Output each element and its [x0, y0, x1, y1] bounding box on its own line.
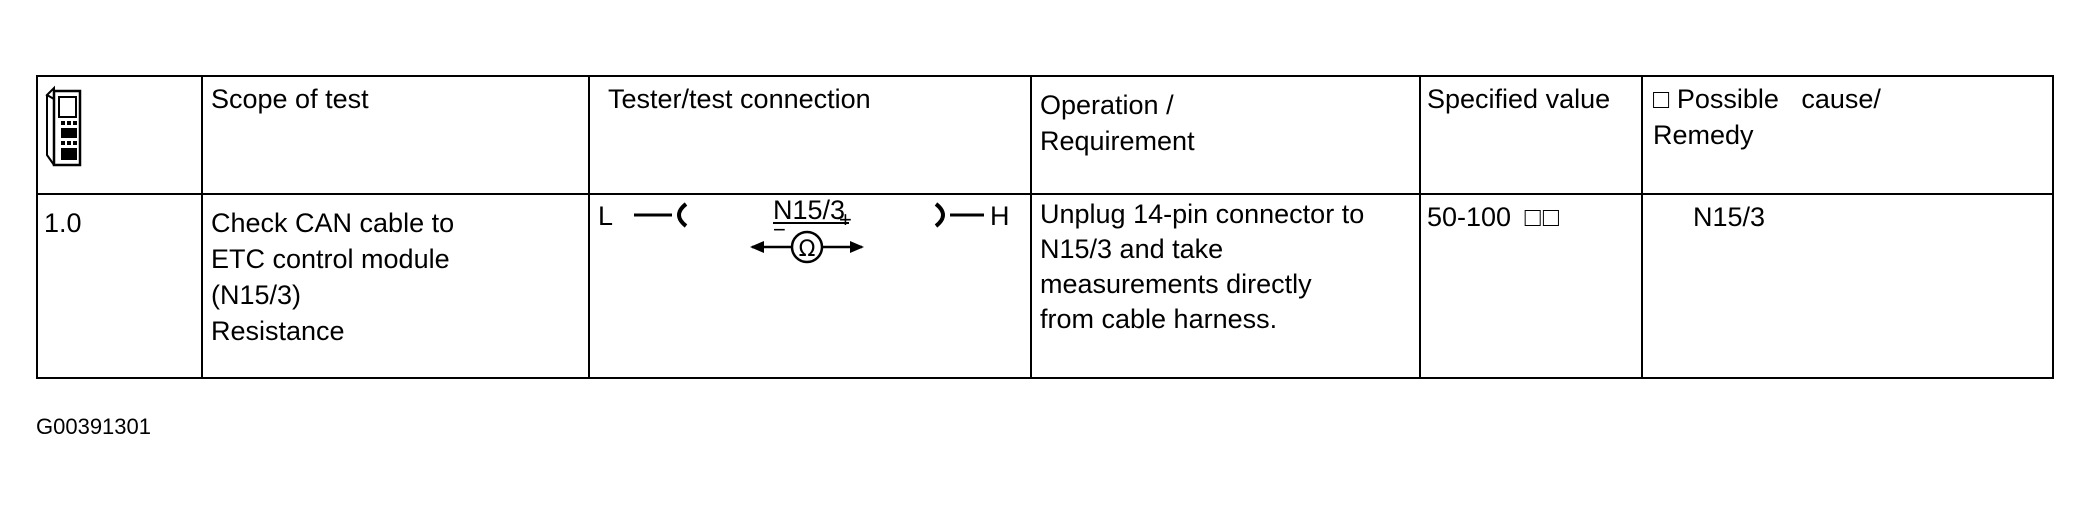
- meter-left-arrowhead: [750, 241, 764, 253]
- operation-line: N15/3 and take: [1040, 234, 1224, 264]
- step-cell: 1.0: [36, 193, 203, 379]
- scope-line: (N15/3): [211, 280, 302, 310]
- header-scope: Scope of test: [211, 84, 369, 114]
- operation-line: measurements directly: [1040, 269, 1312, 299]
- header-tester-connection: Tester/test connection: [608, 84, 871, 114]
- diagnostic-test-table: Scope of test Tester/test connection Ope…: [36, 75, 2054, 379]
- specified-cell: 50-100 □□: [1419, 193, 1643, 379]
- scope-line: Resistance: [211, 316, 345, 346]
- header-remedy-cell: □ Possible cause/ Remedy: [1641, 75, 2054, 195]
- scope-line: Check CAN cable to: [211, 208, 455, 238]
- scope-line: ETC control module: [211, 244, 450, 274]
- connection-left-label: L: [598, 201, 613, 231]
- table-header-row: Scope of test Tester/test connection Ope…: [36, 75, 2054, 195]
- figure-id: G00391301: [36, 414, 151, 439]
- connection-component-label: N15/3: [773, 195, 845, 225]
- meter-right-arrowhead: [850, 241, 864, 253]
- header-operation-line1: Operation /: [1040, 90, 1174, 120]
- remedy-cell: N15/3: [1641, 193, 2054, 379]
- specified-unit-glyphs: □□: [1524, 202, 1562, 232]
- header-scope-cell: Scope of test: [201, 75, 590, 195]
- specified-value: 50-100: [1427, 202, 1512, 232]
- step-number: 1.0: [44, 208, 82, 238]
- header-operation-line2: Requirement: [1040, 126, 1195, 156]
- ohm-symbol: Ω: [799, 237, 816, 262]
- header-tester-cell: Tester/test connection: [588, 75, 1032, 195]
- table-row: 1.0 Check CAN cable to ETC control modul…: [36, 193, 2054, 379]
- meter-minus-sign: −: [773, 217, 786, 242]
- right-plug-icon: [934, 202, 945, 228]
- tester-device-icon: [45, 85, 82, 167]
- connection-cell: L N15/3 H − + Ω: [588, 193, 1032, 379]
- header-specified-cell: Specified value: [1419, 75, 1643, 195]
- left-plug-icon: [677, 202, 688, 228]
- header-specified-value: Specified value: [1427, 84, 1611, 114]
- remedy-value: N15/3: [1693, 202, 1766, 232]
- header-remedy-line1: Possible cause/: [1676, 84, 1881, 114]
- operation-cell: Unplug 14-pin connector to N15/3 and tak…: [1030, 193, 1421, 379]
- connection-diagram: L N15/3 H − + Ω: [598, 195, 1010, 264]
- header-remedy-line2: Remedy: [1653, 120, 1754, 150]
- meter-plus-sign: +: [839, 207, 852, 232]
- operation-line: from cable harness.: [1040, 304, 1278, 334]
- operation-line: Unplug 14-pin connector to: [1040, 199, 1365, 229]
- header-icon-cell: [36, 75, 203, 195]
- connection-right-label: H: [990, 201, 1010, 231]
- header-remedy-box-glyph: □: [1653, 84, 1670, 114]
- scope-cell: Check CAN cable to ETC control module (N…: [201, 193, 590, 379]
- header-operation-cell: Operation / Requirement: [1030, 75, 1421, 195]
